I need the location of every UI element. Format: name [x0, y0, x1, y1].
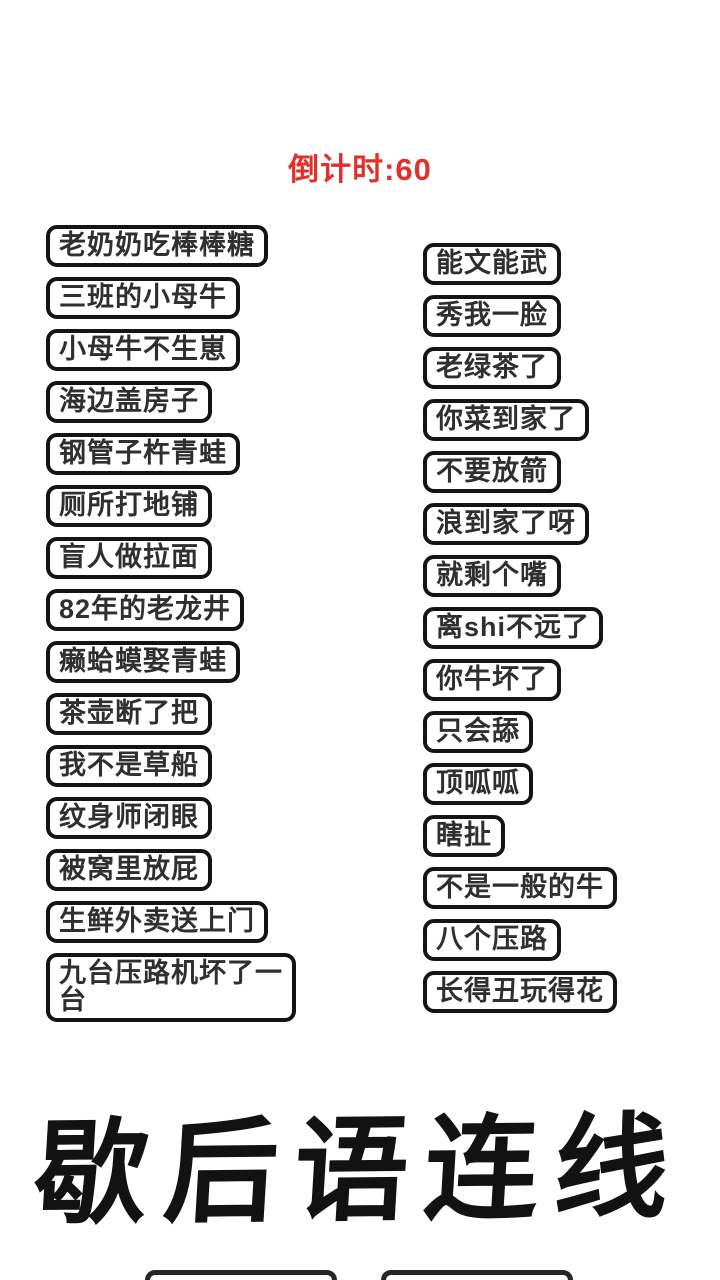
left-phrase-tile[interactable]: 九台压路机坏了一台 — [46, 953, 296, 1022]
left-phrase-tile[interactable]: 茶壶断了把 — [46, 693, 212, 735]
game-title: 歇后语连线 — [30, 1104, 689, 1239]
left-phrase-tile[interactable]: 小母牛不生崽 — [46, 329, 240, 371]
left-phrase-tile[interactable]: 钢管子杵青蛙 — [46, 433, 240, 475]
right-phrase-tile[interactable]: 你牛坏了 — [423, 659, 561, 701]
right-column: 能文能武秀我一脸老绿茶了你菜到家了不要放箭浪到家了呀就剩个嘴离shi不远了你牛坏… — [423, 243, 685, 1023]
countdown-timer: 倒计时:60 — [288, 152, 432, 187]
left-phrase-tile[interactable]: 海边盖房子 — [46, 381, 212, 423]
left-phrase-tile[interactable]: 三班的小母牛 — [46, 277, 240, 319]
left-phrase-tile[interactable]: 厕所打地铺 — [46, 485, 212, 527]
left-phrase-tile[interactable]: 纹身师闭眼 — [46, 797, 212, 839]
right-phrase-tile[interactable]: 秀我一脸 — [423, 295, 561, 337]
right-phrase-tile[interactable]: 就剩个嘴 — [423, 555, 561, 597]
right-phrase-tile[interactable]: 八个压路 — [423, 919, 561, 961]
left-phrase-tile[interactable]: 盲人做拉面 — [46, 537, 212, 579]
left-phrase-tile[interactable]: 82年的老龙井 — [46, 589, 245, 631]
left-phrase-tile[interactable]: 生鲜外卖送上门 — [46, 901, 268, 943]
right-phrase-tile[interactable]: 长得丑玩得花 — [423, 971, 617, 1013]
right-phrase-tile[interactable]: 瞎扯 — [423, 815, 505, 857]
right-phrase-tile[interactable]: 顶呱呱 — [423, 763, 533, 805]
right-phrase-tile[interactable]: 不是一般的牛 — [423, 867, 617, 909]
left-column: 老奶奶吃棒棒糖三班的小母牛小母牛不生崽海边盖房子钢管子杵青蛙厕所打地铺盲人做拉面… — [46, 225, 296, 1032]
left-phrase-tile[interactable]: 我不是草船 — [46, 745, 212, 787]
right-phrase-tile[interactable]: 能文能武 — [423, 243, 561, 285]
right-phrase-tile[interactable]: 离shi不远了 — [423, 607, 604, 649]
right-phrase-tile[interactable]: 浪到家了呀 — [423, 503, 589, 545]
right-phrase-tile[interactable]: 老绿茶了 — [423, 347, 561, 389]
left-phrase-tile[interactable]: 被窝里放屁 — [46, 849, 212, 891]
right-phrase-tile[interactable]: 只会舔 — [423, 711, 533, 753]
bottom-button-left[interactable] — [145, 1270, 337, 1280]
bottom-button-right[interactable] — [381, 1270, 573, 1280]
right-phrase-tile[interactable]: 不要放箭 — [423, 451, 561, 493]
right-phrase-tile[interactable]: 你菜到家了 — [423, 399, 589, 441]
left-phrase-tile[interactable]: 老奶奶吃棒棒糖 — [46, 225, 268, 267]
left-phrase-tile[interactable]: 癞蛤蟆娶青蛙 — [46, 641, 240, 683]
